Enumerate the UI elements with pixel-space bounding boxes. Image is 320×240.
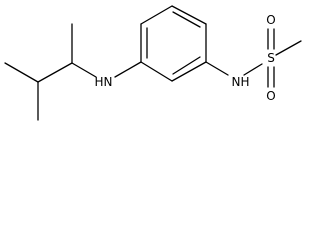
amine-right-n-label: N [232, 75, 241, 89]
bond-ring-double-1 [172, 11, 201, 28]
bond-ring-to-nh-left [114, 61, 142, 78]
bond-ring-double-2 [172, 56, 201, 75]
oxygen-top-label: O [266, 13, 275, 27]
oxygen-bottom-label: O [266, 89, 275, 103]
bond-ring-4 [140, 61, 173, 82]
benzene-ring [140, 5, 207, 82]
bond-ring-1 [171, 5, 207, 25]
bond-ring-to-nh-right [205, 61, 229, 76]
left-substituent [4, 23, 142, 121]
sulfur-label: S [267, 51, 275, 65]
bond-nh-to-ch [71, 62, 97, 78]
bond-ring-6 [140, 5, 173, 25]
bond-s-to-methyl [275, 40, 302, 56]
right-substituent [205, 28, 302, 88]
structure-diagram: H N N H S O O [4, 5, 302, 121]
bond-nh-to-s [243, 63, 263, 76]
amine-right-h-label: H [240, 75, 249, 89]
bond-ch-to-ch2 [37, 62, 73, 83]
bond-ch2-to-methyl-up [4, 62, 39, 83]
amine-left-h-label: H [94, 75, 103, 89]
bond-ring-3 [171, 61, 207, 82]
amine-left-n-label: N [104, 75, 113, 89]
